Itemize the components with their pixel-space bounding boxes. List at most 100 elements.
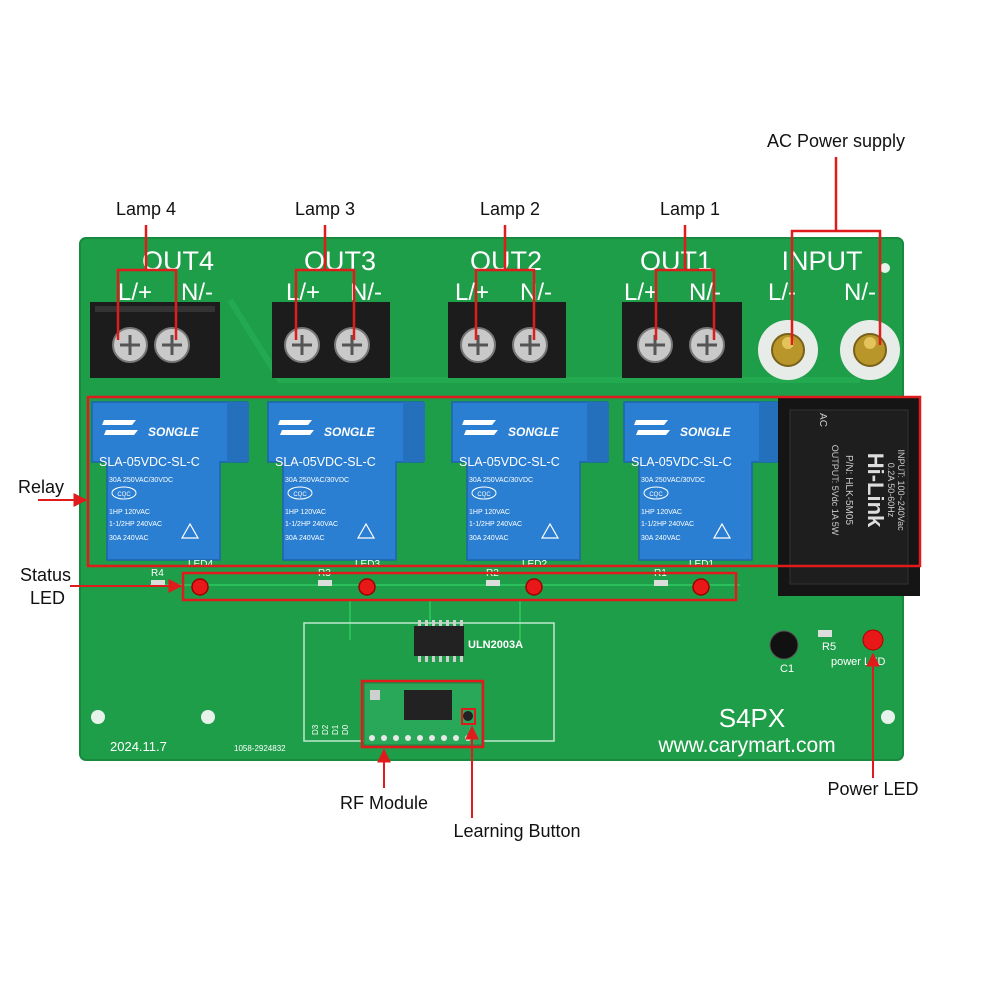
data-pin-label: D2: [321, 724, 330, 735]
songle-logo-icon: [278, 420, 314, 435]
board-branding: S4PX www.carymart.com 2024.11.7 1058-292…: [110, 703, 836, 757]
relay-rating: 30A 240VAC: [109, 535, 149, 542]
learning-button-highlight: [461, 708, 476, 725]
terminal-label: N/-: [181, 279, 213, 306]
ac-power-callout: AC Power supply: [767, 131, 905, 151]
terminal-label: L/+: [624, 279, 658, 306]
lamp4-callout: Lamp 4: [116, 199, 176, 219]
mount-hole: [91, 710, 105, 724]
relay-rating: 1-1/2HP 240VAC: [285, 521, 338, 528]
resistor: [654, 580, 668, 586]
lamp3-line: [294, 225, 356, 340]
data-pin-label: D1: [331, 724, 340, 735]
lamp2-line: [474, 225, 536, 340]
relay-cqc: CQC: [477, 492, 491, 498]
learning-button-body[interactable]: [463, 711, 473, 721]
terminal-label: N/-: [520, 279, 552, 306]
lamp1-callout: Lamp 1: [660, 199, 720, 219]
relay-callout: Relay: [18, 477, 64, 497]
website-label: www.carymart.com: [657, 734, 835, 757]
relay-brand: SONGLE: [324, 425, 376, 439]
psu-input: INPUT: 100~240Vac: [896, 449, 906, 531]
resistor-r5: [818, 630, 832, 637]
ic-label: ULN2003A: [468, 639, 523, 651]
relay-rating: 30A 240VAC: [469, 535, 509, 542]
r5-label: R5: [822, 641, 836, 653]
relay-brand: SONGLE: [148, 425, 200, 439]
cqc-mark-icon: [287, 486, 313, 500]
ac-power-line: [790, 157, 882, 345]
relay-rating: 1HP 120VAC: [641, 509, 682, 516]
relay-model: SLA-05VDC-SL-C: [459, 455, 560, 469]
status-led-highlight: [181, 571, 738, 602]
terminal-label: N/-: [689, 279, 721, 306]
warning-triangle-icon: [712, 522, 732, 539]
relay-rating: 1-1/2HP 240VAC: [109, 521, 162, 528]
terminal-label: L/+: [455, 279, 489, 306]
status-callout: Status: [20, 565, 71, 585]
relay-rating: 1HP 120VAC: [469, 509, 510, 516]
mount-hole: [880, 263, 890, 273]
relay-rating: 30A 250VAC/30VDC: [285, 477, 349, 484]
date-label: 2024.11.7: [110, 739, 167, 754]
led-dot: [358, 578, 376, 596]
resistor: [151, 580, 165, 586]
relay-brand: SONGLE: [680, 425, 732, 439]
terminal-block-out2: [448, 302, 566, 378]
relay-brand: SONGLE: [508, 425, 560, 439]
mount-hole: [881, 710, 895, 724]
lamp4-line: [116, 225, 178, 340]
serial-label: 1058-2924832: [234, 744, 286, 753]
led-label: LED3: [355, 559, 380, 570]
relay-rating: 1-1/2HP 240VAC: [641, 521, 694, 528]
out1-label: OUT1: [640, 246, 712, 276]
warning-triangle-icon: [540, 522, 560, 539]
warning-triangle-icon: [356, 522, 376, 539]
warning-triangle-icon: [180, 522, 200, 539]
out4-label: OUT4: [142, 246, 214, 276]
relay-cqc: CQC: [293, 492, 307, 498]
relay-rating: 30A 250VAC/30VDC: [109, 477, 173, 484]
terminal-label: N/-: [844, 279, 876, 306]
relay-2: SONGLE SLA-05VDC-SL-C 30A 250VAC/30VDC CQC 1…: [451, 401, 609, 561]
cqc-mark-icon: [643, 486, 669, 500]
relay-rating: 1-1/2HP 240VAC: [469, 521, 522, 528]
callout-arrows: [38, 493, 880, 818]
relay-highlight: [86, 395, 922, 568]
terminal-label: L/+: [286, 279, 320, 306]
model-label: S4PX: [719, 703, 786, 733]
led-dot: [692, 578, 710, 596]
input-posts: [758, 320, 900, 380]
terminal-block-out1: [622, 302, 742, 378]
led-label: LED1: [689, 559, 714, 570]
highlight-boxes: [86, 395, 922, 749]
relay-rating: 30A 240VAC: [285, 535, 325, 542]
terminal-block-out4: [90, 302, 220, 378]
psu-ac: AC: [817, 413, 828, 427]
learning-button-callout: Learning Button: [453, 821, 580, 841]
led-label: LED4: [188, 559, 213, 570]
c1-label: C1: [780, 663, 794, 675]
psu-input2: 0.2A 50-60Hz: [886, 463, 896, 518]
callout-labels: Lamp 4 Lamp 3 Lamp 2 Lamp 1 AC Power sup…: [18, 131, 919, 841]
led-dot: [525, 578, 543, 596]
power-led-silk: power LED: [831, 656, 885, 668]
out3-label: OUT3: [304, 246, 376, 276]
mount-hole: [201, 710, 215, 724]
relay-rating: 30A 250VAC/30VDC: [469, 477, 533, 484]
terminal-block-out3: [272, 302, 390, 378]
resistor-label: R4: [151, 568, 164, 579]
led-label: LED2: [522, 559, 547, 570]
input-label: INPUT: [782, 246, 863, 276]
status-led-callout: LED: [30, 588, 65, 608]
power-led: [862, 629, 884, 651]
relay-model: SLA-05VDC-SL-C: [631, 455, 732, 469]
terminal-blocks: [90, 302, 900, 380]
relay-cqc: CQC: [649, 492, 663, 498]
relays: SONGLE SLA-05VDC-SL-C 30A 250VAC/30VDC CQC 1…: [91, 401, 781, 561]
